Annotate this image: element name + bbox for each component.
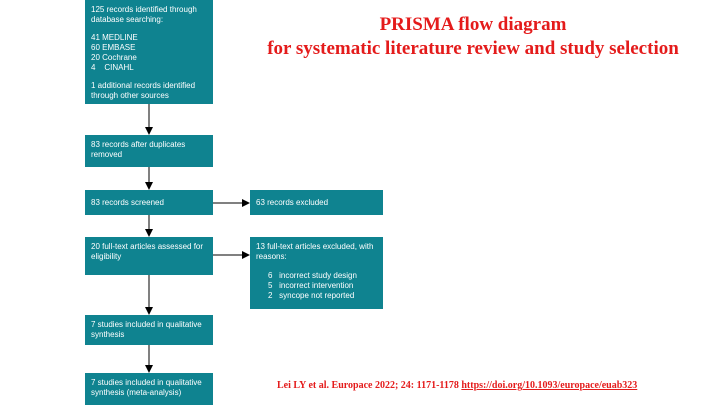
exclusion-reason: 6 incorrect study design bbox=[268, 271, 357, 280]
box-records-excluded: 63 records excluded bbox=[250, 190, 383, 215]
box-text-line: synthesis bbox=[91, 330, 125, 339]
box-fulltext-excluded: 13 full-text articles excluded, with rea… bbox=[250, 237, 383, 309]
box-text-line: 7 studies included in qualitative bbox=[91, 320, 202, 329]
exclusion-reason: 5 incorrect intervention bbox=[268, 281, 354, 290]
citation-text: Lei LY et al. Europace 2022; 24: 1171-11… bbox=[277, 380, 462, 391]
source-medline: 41 MEDLINE bbox=[91, 33, 138, 42]
box-text-line: through other sources bbox=[91, 91, 169, 100]
box-text-line: 63 records excluded bbox=[256, 198, 329, 207]
box-text-line: removed bbox=[91, 150, 123, 159]
box-text-line: 20 full-text articles assessed for bbox=[91, 242, 204, 251]
box-text-line: 83 records after duplicates bbox=[91, 140, 186, 149]
box-text-line: database searching: bbox=[91, 15, 164, 24]
box-quantitative-synthesis: 7 studies included in qualitative synthe… bbox=[85, 373, 213, 405]
box-text-line: 13 full-text articles excluded, with bbox=[256, 242, 374, 251]
exclusion-reason: 2 syncope not reported bbox=[268, 291, 355, 300]
diagram-title-line2: for systematic literature review and stu… bbox=[267, 38, 679, 59]
box-text-line: 83 records screened bbox=[91, 198, 164, 207]
citation: Lei LY et al. Europace 2022; 24: 1171-11… bbox=[277, 380, 637, 391]
box-text-line: eligibility bbox=[91, 252, 122, 261]
box-text-line: reasons: bbox=[256, 252, 287, 261]
diagram-title-line1: PRISMA flow diagram bbox=[379, 14, 567, 35]
source-cochrane: 20 Cochrane bbox=[91, 53, 137, 62]
box-text-line: 125 records identified through bbox=[91, 5, 197, 14]
doi-link[interactable]: https://doi.org/10.1093/europace/euab323 bbox=[461, 380, 638, 391]
source-embase: 60 EMBASE bbox=[91, 43, 136, 52]
box-text-line: 7 studies included in qualitative bbox=[91, 378, 202, 387]
box-after-duplicates: 83 records after duplicates removed bbox=[85, 135, 213, 167]
box-records-identified: 125 records identified through database … bbox=[85, 0, 213, 104]
source-cinahl: 4 CINAHL bbox=[91, 63, 134, 72]
box-text-line: 1 additional records identified bbox=[91, 81, 196, 90]
box-text-line: synthesis (meta-analysis) bbox=[91, 388, 182, 397]
box-fulltext-assessed: 20 full-text articles assessed for eligi… bbox=[85, 237, 213, 275]
box-records-screened: 83 records screened bbox=[85, 190, 213, 215]
box-qualitative-synthesis: 7 studies included in qualitative synthe… bbox=[85, 315, 213, 345]
